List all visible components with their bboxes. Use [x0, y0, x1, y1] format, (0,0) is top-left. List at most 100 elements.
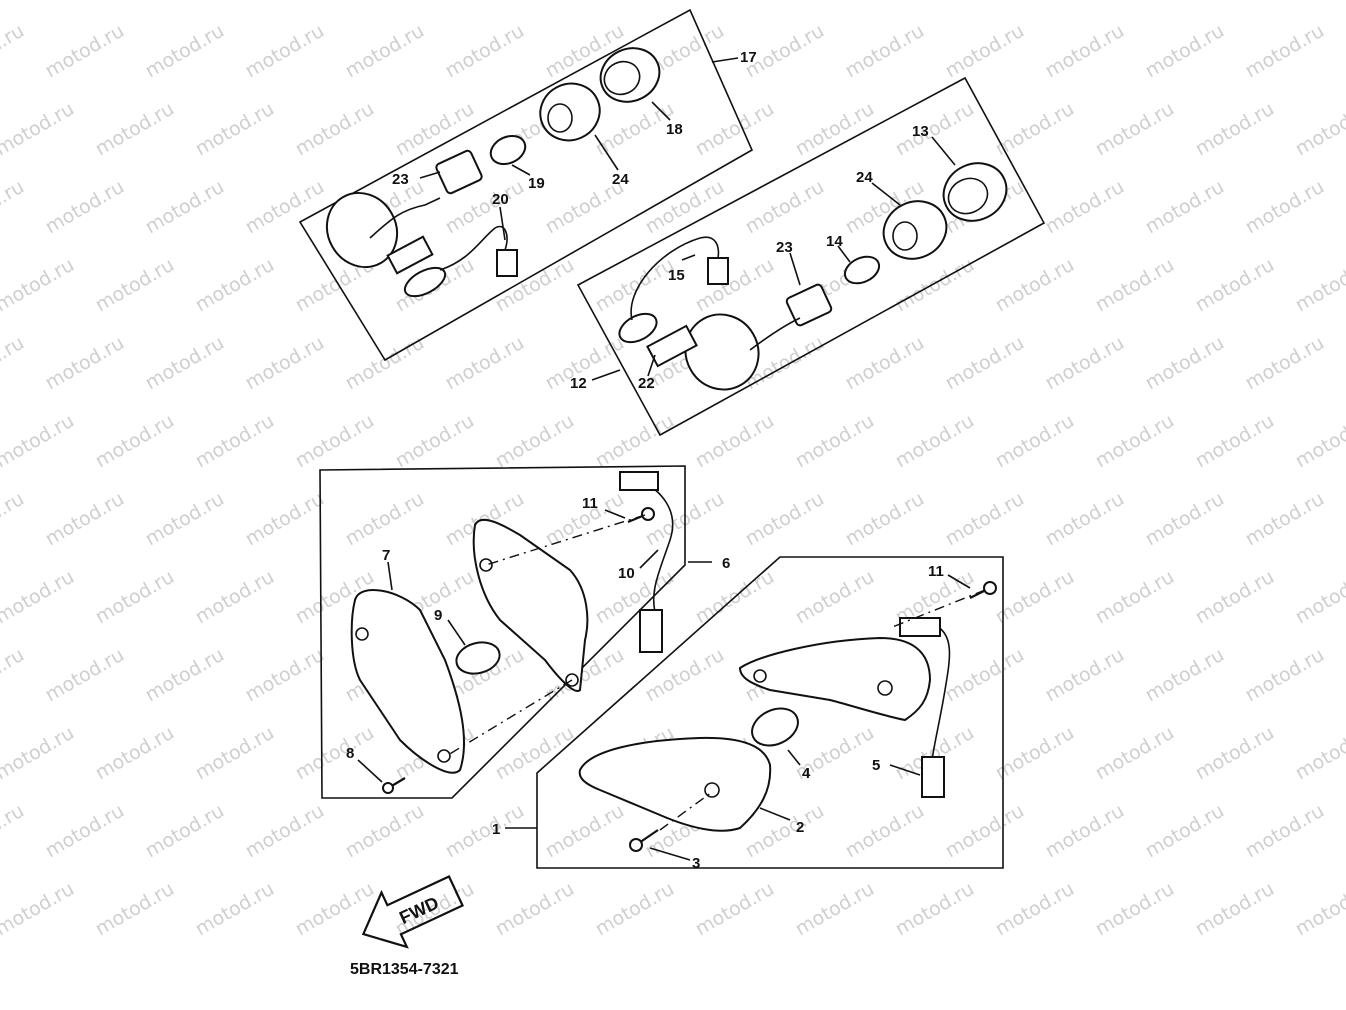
callout-2: 2: [796, 819, 804, 836]
watermark-text: motod.ru: [1242, 488, 1328, 551]
flasher-body: [738, 636, 932, 722]
watermark-text: motod.ru: [242, 176, 328, 239]
leader-14: [837, 245, 851, 263]
watermark-text: motod.ru: [0, 488, 28, 551]
watermark-text: motod.ru: [642, 644, 728, 707]
assembly-1-front-right-flasher: [505, 556, 1004, 869]
leader-7: [387, 561, 393, 591]
watermark-text: motod.ru: [942, 644, 1028, 707]
assembly-line: [485, 514, 646, 566]
lens-housing: [882, 200, 948, 260]
watermark-text: motod.ru: [92, 722, 178, 785]
leader-22: [647, 354, 656, 377]
watermark-text: motod.ru: [242, 20, 328, 83]
callout-labels: 17 18 23 19 24 20 13 24 23 14 15 12 22 1…: [346, 49, 944, 872]
watermark-text: motod.ru: [42, 488, 128, 551]
watermark-text: motod.ru: [142, 176, 228, 239]
lens-hole: [704, 782, 720, 798]
assembly-12-rear-right-flasher: [576, 76, 1046, 437]
bulb: [843, 255, 881, 285]
lens-hole: [355, 627, 369, 641]
watermark-text: motod.ru: [92, 566, 178, 629]
watermark-text: motod.ru: [1292, 98, 1346, 161]
watermark-text: motod.ru: [1192, 878, 1278, 941]
watermark-text: motod.ru: [942, 20, 1028, 83]
callout-3: 3: [692, 855, 700, 872]
watermark-text: motod.ru: [42, 20, 128, 83]
watermark-text: motod.ru: [142, 332, 228, 395]
leader-4: [787, 749, 801, 766]
leader-8: [357, 759, 383, 783]
watermark-text: motod.ru: [242, 644, 328, 707]
watermark-text: motod.ru: [592, 566, 678, 629]
watermark-text: motod.ru: [842, 488, 928, 551]
watermark-text: motod.ru: [242, 332, 328, 395]
watermark-text: motod.ru: [42, 332, 128, 395]
watermark-text: motod.ru: [192, 878, 278, 941]
leader-19: [511, 164, 531, 176]
forward-direction-arrow: FWD: [361, 875, 465, 949]
housing-opening: [892, 221, 918, 251]
watermark-text: motod.ru: [1242, 176, 1328, 239]
watermark-text: motod.ru: [692, 98, 778, 161]
watermark-text: motod.ru: [992, 254, 1078, 317]
leader-10: [639, 549, 659, 569]
callout-15: 15: [668, 267, 685, 284]
watermark-text: motod.ru: [142, 644, 228, 707]
lens-ring-inner: [947, 177, 989, 215]
watermark-text: motod.ru: [892, 878, 978, 941]
watermark-text: motod.ru: [842, 20, 928, 83]
bulb-wire: [749, 317, 801, 351]
mounting-bracket: [403, 266, 447, 298]
bulb: [489, 134, 527, 166]
watermark-text: motod.ru: [342, 488, 428, 551]
watermark-text: motod.ru: [892, 98, 978, 161]
watermark-text: motod.ru: [1092, 254, 1178, 317]
watermark-text: motod.ru: [1042, 20, 1128, 83]
watermark-text: motod.ru: [992, 410, 1078, 473]
assembly-17-rear-left-flasher: [298, 8, 754, 362]
watermark-text: motod.ru: [242, 800, 328, 863]
watermark-text: motod.ru: [292, 98, 378, 161]
watermark-text: motod.ru: [792, 98, 878, 161]
leader-3: [649, 847, 691, 861]
watermark-text: motod.ru: [1092, 566, 1178, 629]
watermark-text: motod.ru: [692, 410, 778, 473]
watermark-text: motod.ru: [0, 410, 78, 473]
watermark-text: motod.ru: [842, 800, 928, 863]
callout-6: 6: [722, 555, 730, 572]
wire-connector: [496, 249, 518, 277]
watermark-text: motod.ru: [1042, 644, 1128, 707]
assembly-12-frame: [576, 76, 1046, 437]
watermark-text: motod.ru: [192, 98, 278, 161]
callout-24: 24: [856, 169, 873, 186]
wire-terminal: [899, 617, 941, 637]
watermark-text: motod.ru: [792, 878, 878, 941]
lens-ring: [599, 47, 661, 103]
watermark-text: motod.ru: [1092, 410, 1178, 473]
callout-11: 11: [582, 495, 598, 512]
watermark-text: motod.ru: [142, 20, 228, 83]
watermark-text: motod.ru: [0, 878, 78, 941]
leader-20: [499, 206, 506, 241]
watermark-text: motod.ru: [442, 20, 528, 83]
watermark-text: motod.ru: [542, 800, 628, 863]
watermark-text: motod.ru: [592, 254, 678, 317]
callout-23: 23: [392, 171, 409, 188]
bulb-socket: [435, 149, 483, 195]
leader-9: [447, 619, 466, 646]
flasher-stalk: [646, 324, 698, 368]
watermark-text: motod.ru: [1142, 20, 1228, 83]
watermark-text: motod.ru: [492, 878, 578, 941]
wire-connector: [707, 257, 729, 285]
watermark-text: motod.ru: [792, 410, 878, 473]
watermark-text: motod.ru: [992, 566, 1078, 629]
watermark-text: motod.ru: [1142, 644, 1228, 707]
watermark-text: motod.ru: [1042, 488, 1128, 551]
callout-18: 18: [666, 121, 683, 138]
watermark-text: motod.ru: [0, 254, 78, 317]
fwd-arrow-icon: [361, 875, 465, 949]
flasher-lens: [325, 191, 399, 269]
body-hole: [479, 558, 493, 572]
assembly-line: [889, 589, 986, 629]
